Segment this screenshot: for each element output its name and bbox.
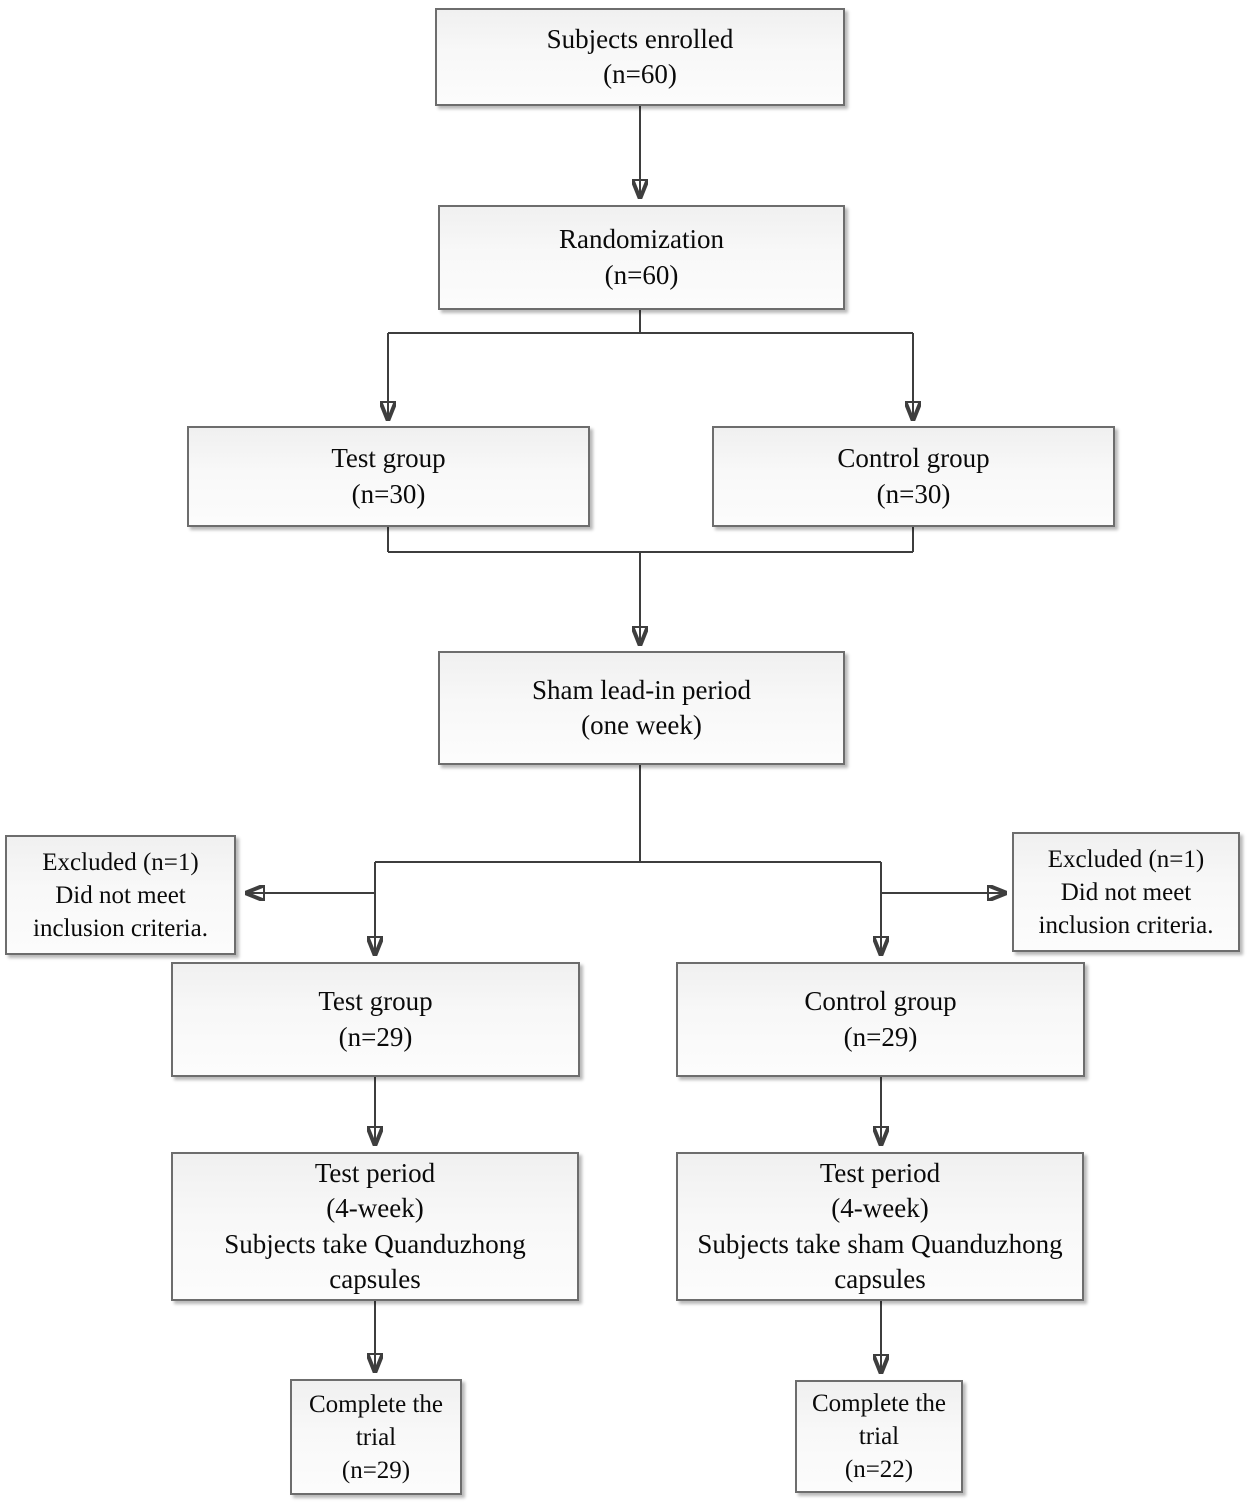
node-excluded-right: Excluded (n=1) Did not meet inclusion cr… [1012, 832, 1240, 952]
node-control-group-n29: Control group (n=29) [676, 962, 1085, 1077]
node-test-period-control-group-label: Test period (4-week) Subjects take sham … [697, 1158, 1063, 1294]
node-excluded-left: Excluded (n=1) Did not meet inclusion cr… [5, 835, 236, 955]
node-randomization-label: Randomization (n=60) [559, 224, 724, 290]
node-test-period-control-group: Test period (4-week) Subjects take sham … [676, 1152, 1084, 1301]
node-test-period-test-group: Test period (4-week) Subjects take Quand… [171, 1152, 579, 1301]
node-sham-lead-in-label: Sham lead-in period (one week) [532, 674, 751, 740]
node-complete-trial-control-group: Complete the trial (n=22) [795, 1380, 963, 1493]
node-complete-trial-test-group-label: Complete the trial (n=29) [309, 1390, 443, 1484]
node-test-group-n29-label: Test group (n=29) [318, 986, 433, 1052]
node-test-period-test-group-label: Test period (4-week) Subjects take Quand… [224, 1158, 526, 1294]
node-sham-lead-in: Sham lead-in period (one week) [438, 651, 845, 765]
node-control-group-n29-label: Control group (n=29) [804, 986, 957, 1052]
node-subjects-enrolled-label: Subjects enrolled (n=60) [546, 23, 734, 89]
node-complete-trial-control-group-label: Complete the trial (n=22) [812, 1390, 946, 1483]
node-subjects-enrolled: Subjects enrolled (n=60) [435, 8, 845, 106]
node-control-group-n30: Control group (n=30) [712, 426, 1115, 527]
node-complete-trial-test-group: Complete the trial (n=29) [290, 1379, 462, 1495]
node-test-group-n30: Test group (n=30) [187, 426, 590, 527]
node-control-group-n30-label: Control group (n=30) [837, 443, 990, 509]
node-test-group-n30-label: Test group (n=30) [331, 443, 446, 509]
node-excluded-right-label: Excluded (n=1) Did not meet inclusion cr… [1038, 845, 1214, 939]
node-test-group-n29: Test group (n=29) [171, 962, 580, 1077]
node-randomization: Randomization (n=60) [438, 205, 845, 310]
node-excluded-left-label: Excluded (n=1) Did not meet inclusion cr… [33, 848, 208, 942]
